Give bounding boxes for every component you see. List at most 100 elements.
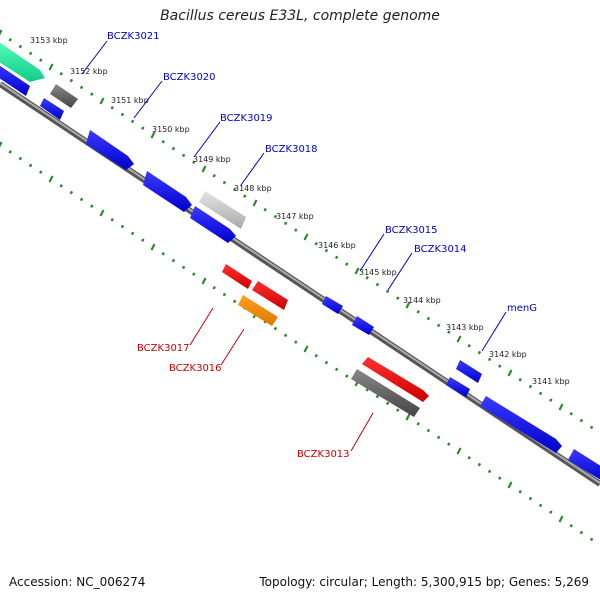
major-tick bbox=[354, 267, 360, 275]
gene-label-bczk3017[interactable]: BCZK3017 bbox=[137, 343, 190, 354]
minor-tick bbox=[528, 496, 533, 501]
gene-feature-blue[interactable] bbox=[40, 98, 64, 120]
gene-label-bczk3014[interactable]: BCZK3014 bbox=[414, 244, 467, 255]
gene-label-meng[interactable]: menG bbox=[507, 303, 537, 314]
minor-tick bbox=[487, 357, 492, 362]
gene-label-bczk3018[interactable]: BCZK3018 bbox=[265, 144, 318, 155]
minor-tick bbox=[518, 489, 522, 494]
major-tick bbox=[201, 165, 207, 173]
minor-tick bbox=[79, 197, 84, 202]
minor-tick bbox=[222, 292, 227, 297]
minor-tick bbox=[334, 367, 339, 372]
kbp-label: 3141 kbp bbox=[532, 377, 570, 386]
minor-tick bbox=[69, 78, 74, 83]
minor-tick bbox=[345, 262, 349, 266]
minor-tick bbox=[334, 255, 339, 260]
minor-tick bbox=[28, 163, 33, 168]
gene-feature-orange[interactable] bbox=[238, 295, 278, 326]
gene-feature-gray[interactable] bbox=[50, 84, 78, 108]
minor-tick bbox=[90, 92, 94, 96]
gene-feature-red[interactable] bbox=[362, 357, 429, 402]
minor-tick bbox=[232, 299, 237, 304]
minor-tick bbox=[243, 194, 247, 198]
minor-tick bbox=[263, 207, 267, 212]
gene-feature-blue[interactable] bbox=[446, 377, 470, 397]
major-tick bbox=[507, 369, 513, 377]
minor-tick bbox=[569, 411, 573, 416]
major-tick bbox=[558, 515, 564, 523]
minor-tick bbox=[579, 530, 584, 535]
accession-text: Accession: NC_006274 bbox=[9, 575, 146, 589]
gene-feature-blue[interactable] bbox=[456, 360, 482, 383]
minor-tick bbox=[130, 119, 135, 124]
minor-tick bbox=[192, 272, 196, 276]
gene-feature-teal[interactable] bbox=[0, 40, 45, 82]
gene-feature-red[interactable] bbox=[252, 281, 288, 310]
major-tick bbox=[405, 301, 411, 309]
minor-tick bbox=[538, 391, 543, 396]
minor-tick bbox=[314, 241, 318, 246]
kbp-label: 3148 kbp bbox=[234, 184, 272, 193]
major-tick bbox=[456, 335, 462, 343]
minor-tick bbox=[314, 353, 318, 358]
gene-feature-blue[interactable] bbox=[86, 130, 134, 170]
kbp-label: 3152 kbp bbox=[70, 67, 108, 76]
major-tick bbox=[558, 403, 564, 411]
gene-label-bczk3019[interactable]: BCZK3019 bbox=[220, 113, 273, 124]
minor-tick bbox=[426, 316, 431, 321]
gene-feature-blue[interactable] bbox=[352, 316, 374, 335]
minor-tick bbox=[110, 217, 114, 222]
gene-feature-blue[interactable] bbox=[480, 396, 562, 453]
minor-tick bbox=[426, 428, 431, 433]
minor-tick bbox=[324, 248, 329, 253]
minor-tick bbox=[447, 442, 451, 446]
gene-feature-blue[interactable] bbox=[143, 171, 192, 212]
minor-tick bbox=[39, 58, 43, 62]
gene-feature-blue[interactable] bbox=[322, 296, 343, 314]
major-tick bbox=[0, 29, 3, 36]
gene-feature-blue[interactable] bbox=[0, 63, 30, 96]
minor-tick bbox=[549, 398, 553, 402]
gene-feature-gray[interactable] bbox=[351, 369, 420, 417]
minor-tick bbox=[477, 462, 482, 467]
minor-tick bbox=[396, 408, 400, 412]
minor-tick bbox=[69, 190, 74, 195]
gene-label-bczk3021[interactable]: BCZK3021 bbox=[107, 31, 160, 42]
minor-tick bbox=[569, 523, 573, 528]
major-tick bbox=[48, 63, 54, 71]
minor-tick bbox=[171, 258, 176, 263]
kbp-label: 3142 kbp bbox=[489, 350, 527, 359]
kbp-label: 3151 kbp bbox=[111, 96, 149, 105]
gene-label-bczk3020[interactable]: BCZK3020 bbox=[163, 72, 216, 83]
minor-tick bbox=[273, 326, 278, 331]
minor-tick bbox=[589, 537, 594, 542]
gene-feature-blue[interactable] bbox=[568, 449, 600, 482]
kbp-label: 3150 kbp bbox=[152, 125, 190, 134]
minor-tick bbox=[487, 469, 492, 474]
minor-tick bbox=[538, 503, 543, 508]
gene-label-bczk3016[interactable]: BCZK3016 bbox=[169, 363, 222, 374]
minor-tick bbox=[59, 184, 63, 188]
minor-tick bbox=[294, 340, 298, 344]
minor-tick bbox=[467, 455, 471, 460]
minor-tick bbox=[18, 44, 23, 49]
gene-label-bczk3015[interactable]: BCZK3015 bbox=[385, 225, 438, 236]
minor-tick bbox=[385, 289, 390, 294]
gene-feature-blue[interactable] bbox=[190, 206, 236, 243]
minor-tick bbox=[589, 425, 594, 430]
minor-tick bbox=[498, 476, 502, 480]
minor-tick bbox=[294, 228, 298, 232]
gene-label-bczk3013[interactable]: BCZK3013 bbox=[297, 449, 350, 460]
minor-tick bbox=[161, 251, 165, 256]
gene-feature-red[interactable] bbox=[222, 264, 252, 289]
minor-tick bbox=[181, 265, 186, 270]
major-tick bbox=[303, 233, 309, 241]
minor-tick bbox=[18, 156, 23, 161]
major-tick bbox=[150, 243, 156, 251]
kbp-label: 3146 kbp bbox=[318, 241, 356, 250]
gene-labels: BCZK3021 BCZK3020 BCZK3019 BCZK3018 BCZK… bbox=[107, 31, 537, 460]
minor-tick bbox=[130, 231, 135, 236]
gene-feature-light-gray[interactable] bbox=[199, 191, 246, 229]
minor-tick bbox=[120, 112, 125, 117]
